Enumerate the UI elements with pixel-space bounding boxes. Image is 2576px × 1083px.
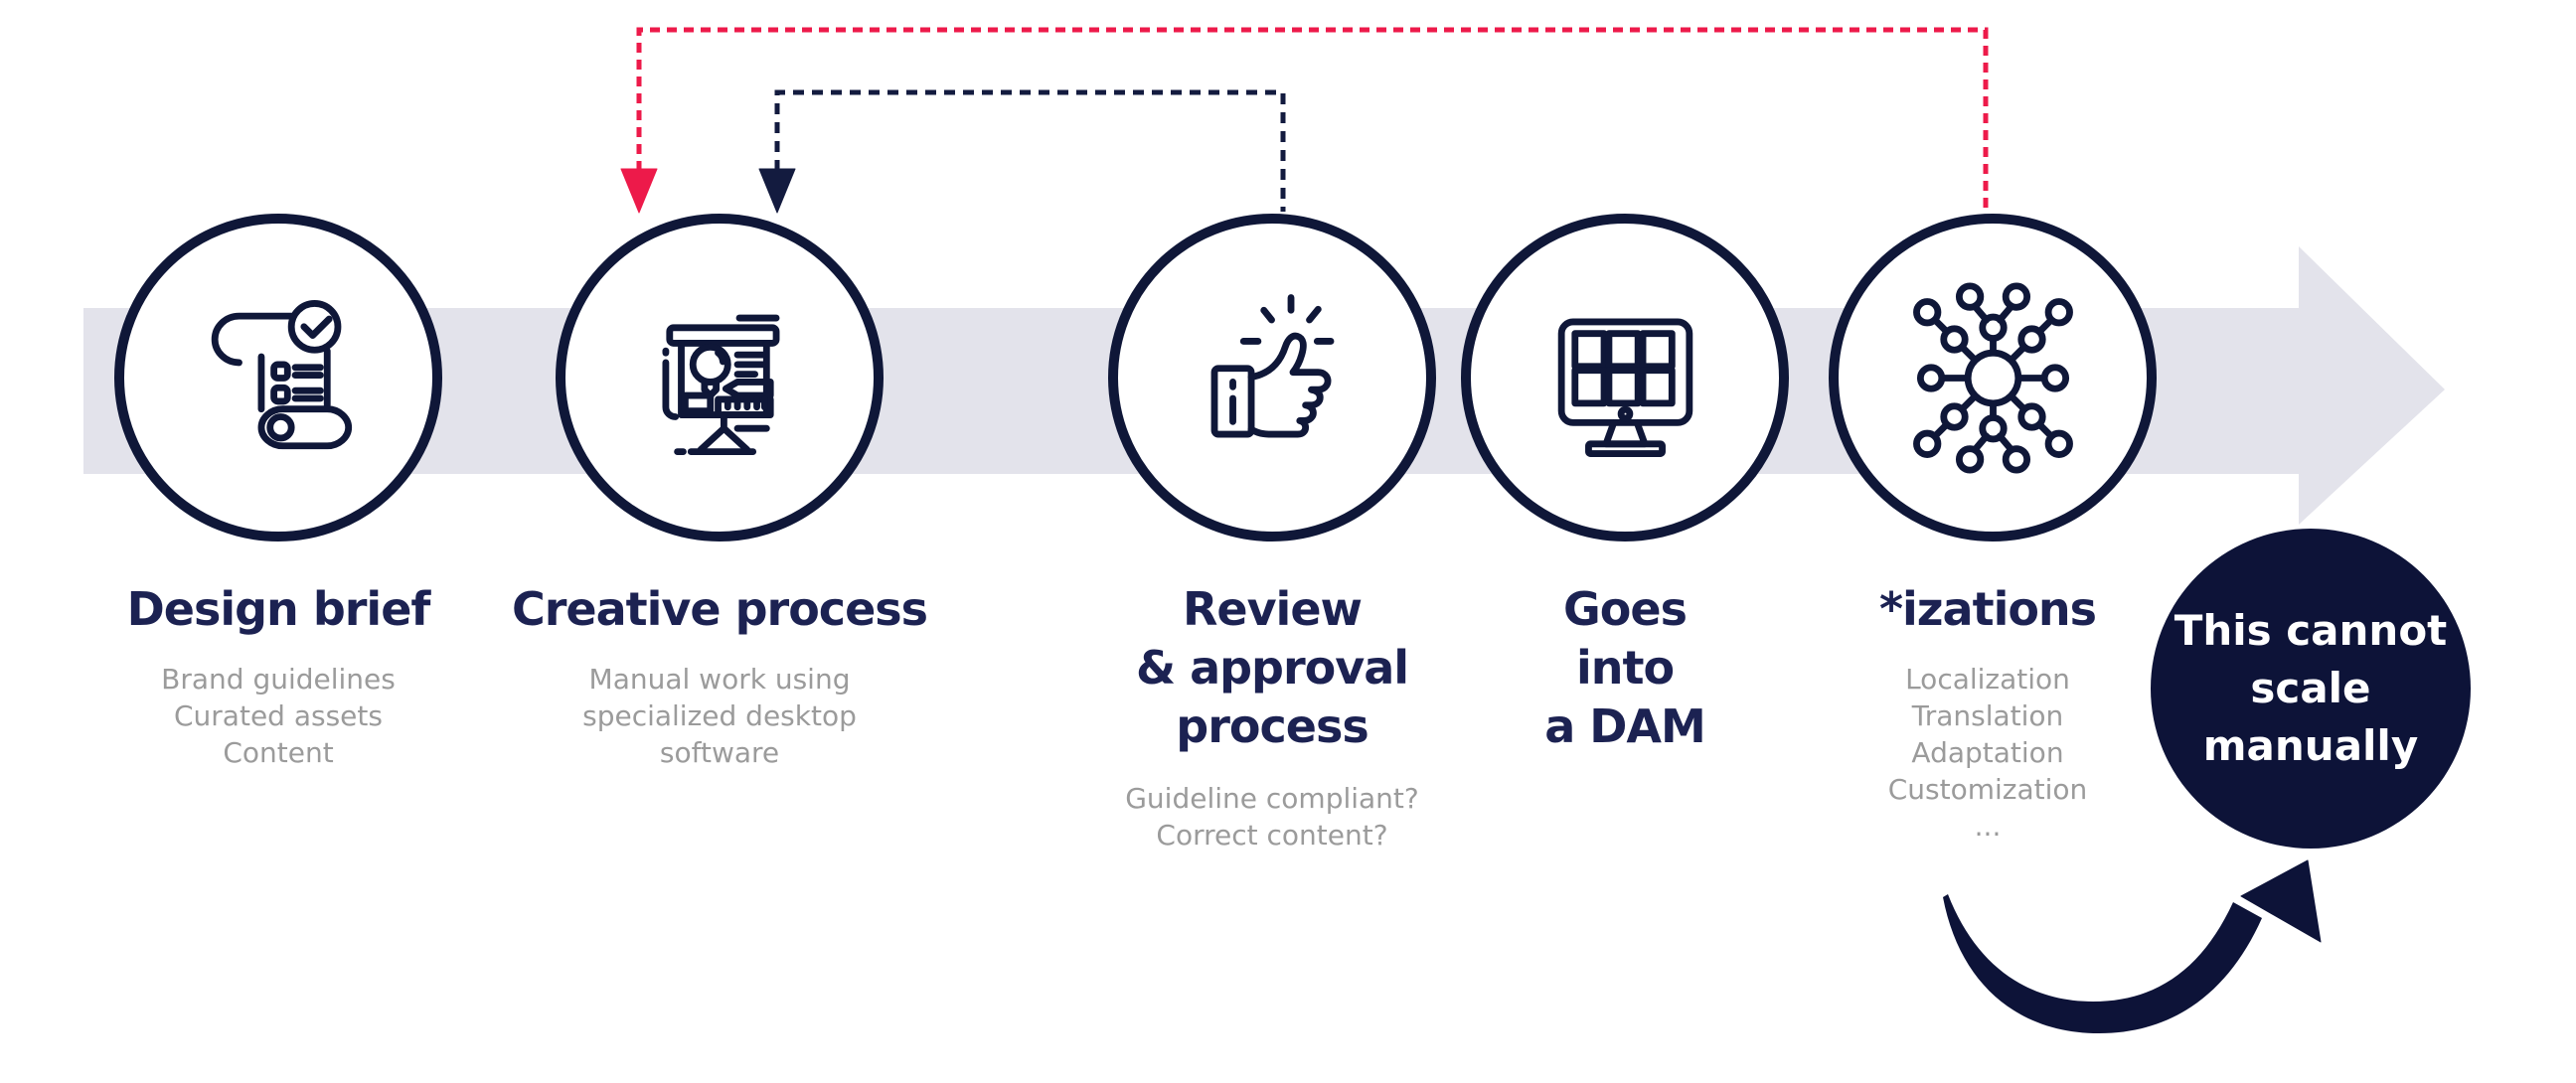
step-title-izations: *izations <box>1749 580 2226 639</box>
callout-line: scale <box>2250 664 2371 712</box>
subtitle-line: software <box>659 736 780 769</box>
title-line: Goes <box>1563 582 1688 636</box>
title-line: Design brief <box>126 582 431 636</box>
curved-swoosh-arrow <box>1943 894 2262 1033</box>
title-line: into <box>1575 641 1675 695</box>
monitor-grid-icon <box>1557 318 1692 457</box>
step-subtitle-review-approval: Guideline compliant? Correct content? <box>1034 780 1511 853</box>
title-line: *izations <box>1878 582 2097 636</box>
subtitle-line: Manual work using <box>588 663 851 696</box>
subtitle-line: Content <box>223 736 334 769</box>
title-line: & approval <box>1135 641 1409 695</box>
subtitle-line: Curated assets <box>174 699 383 732</box>
subtitle-line: Guideline compliant? <box>1125 782 1419 815</box>
red-feedback-arrowhead <box>620 168 658 214</box>
subtitle-line: Translation <box>1911 699 2064 732</box>
flow-band-arrowhead <box>2299 246 2445 525</box>
title-line: process <box>1176 699 1368 753</box>
subtitle-line: Localization <box>1905 663 2070 696</box>
step-circle-creative-process <box>556 214 884 542</box>
step-title-goes-into-dam: Goes into a DAM <box>1386 580 1863 756</box>
step-circle-design-brief <box>114 214 442 542</box>
drawing-board-icon <box>661 314 779 455</box>
callout-line: manually <box>2202 721 2419 770</box>
step-title-design-brief: Design brief <box>40 580 517 639</box>
subtitle-line: Correct content? <box>1156 819 1388 851</box>
callout-line: This cannot <box>2174 606 2448 655</box>
swoosh-arrowhead <box>2240 859 2322 943</box>
callout-text: This cannot scale manually <box>2174 602 2448 775</box>
hub-network-icon <box>1912 281 2073 474</box>
subtitle-line: specialized desktop <box>582 699 857 732</box>
title-line: Creative process <box>511 582 928 636</box>
navy-feedback-arrow <box>774 89 1286 212</box>
step-subtitle-design-brief: Brand guidelines Curated assets Content <box>40 661 517 771</box>
subtitle-line: Brand guidelines <box>161 663 396 696</box>
callout-circle: This cannot scale manually <box>2151 529 2471 849</box>
step-circle-review-approval <box>1108 214 1436 542</box>
title-line: a DAM <box>1544 699 1706 753</box>
navy-feedback-arrowhead <box>758 168 796 214</box>
red-feedback-arrow <box>636 27 1989 212</box>
thumbs-up-icon <box>1210 293 1334 437</box>
step-circle-izations <box>1829 214 2157 542</box>
step-subtitle-izations: Localization Translation Adaptation Cust… <box>1749 661 2226 845</box>
subtitle-line: ... <box>1974 810 2002 843</box>
step-subtitle-creative-process: Manual work using specialized desktop so… <box>481 661 958 771</box>
scroll-checklist-icon <box>211 299 352 449</box>
title-line: Review <box>1182 582 1363 636</box>
step-circle-goes-into-dam <box>1461 214 1789 542</box>
step-title-review-approval: Review & approval process <box>1034 580 1511 756</box>
step-title-creative-process: Creative process <box>481 580 958 639</box>
subtitle-line: Customization <box>1887 773 2088 806</box>
subtitle-line: Adaptation <box>1911 736 2064 769</box>
